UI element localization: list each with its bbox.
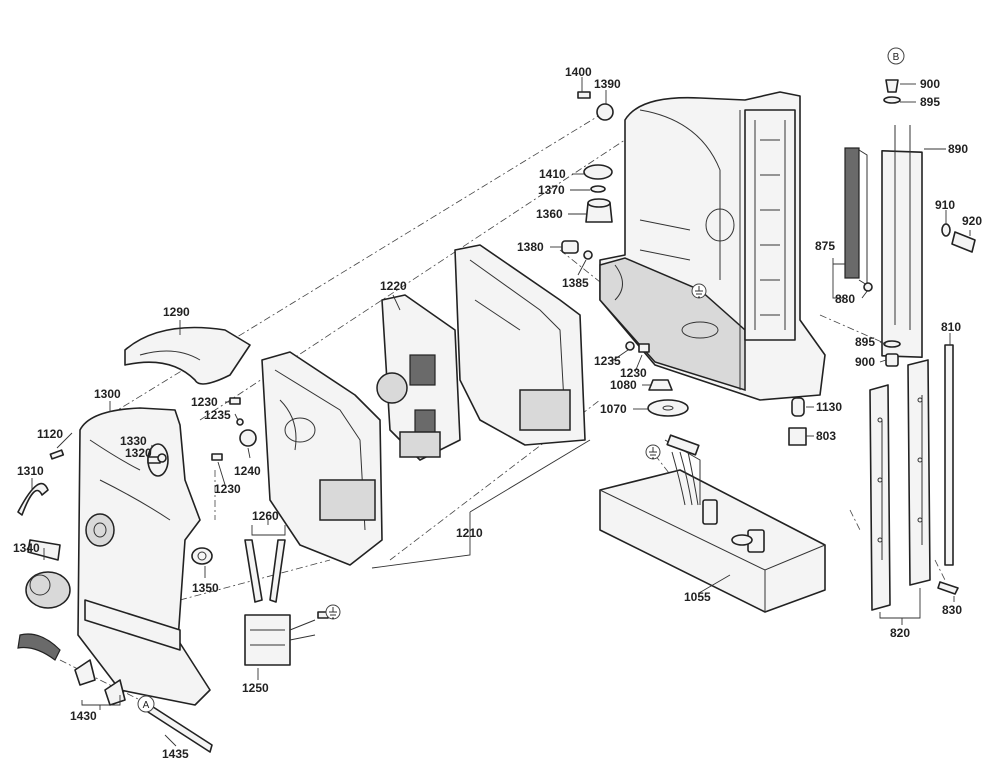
label-880: 880 bbox=[835, 292, 855, 306]
label-1385: 1385 bbox=[562, 276, 589, 290]
label-1230-b: 1230 bbox=[191, 395, 218, 409]
label-1310: 1310 bbox=[17, 464, 44, 478]
label-900-a: 900 bbox=[920, 77, 940, 91]
marker-b-label: B bbox=[893, 52, 900, 63]
label-1390: 1390 bbox=[594, 77, 621, 91]
label-1230-a: 1230 bbox=[620, 366, 647, 380]
label-1070: 1070 bbox=[600, 402, 627, 416]
label-1130: 1130 bbox=[816, 400, 842, 414]
label-1320: 1320 bbox=[125, 446, 152, 460]
label-830: 830 bbox=[942, 603, 962, 617]
label-900-b: 900 bbox=[855, 355, 875, 369]
leader-lines bbox=[31, 77, 971, 747]
label-1230-c: 1230 bbox=[214, 482, 241, 496]
label-920: 920 bbox=[962, 214, 982, 228]
part-labels: 1400 1390 1410 1370 1360 1380 1385 1235 … bbox=[13, 65, 982, 761]
label-810: 810 bbox=[941, 320, 961, 334]
ground-symbol-icon bbox=[325, 283, 707, 620]
label-1250: 1250 bbox=[242, 681, 269, 695]
label-895-b: 895 bbox=[855, 335, 875, 349]
label-1290: 1290 bbox=[163, 305, 190, 319]
label-890: 890 bbox=[948, 142, 968, 156]
label-1330: 1330 bbox=[120, 434, 147, 448]
label-1120: 1120 bbox=[37, 427, 63, 441]
label-1260: 1260 bbox=[252, 509, 279, 523]
label-1430: 1430 bbox=[70, 709, 97, 723]
label-1410: 1410 bbox=[539, 167, 566, 181]
main-housing bbox=[599, 91, 826, 401]
label-1360: 1360 bbox=[536, 207, 563, 221]
top-small-parts bbox=[561, 91, 807, 446]
label-1055: 1055 bbox=[684, 590, 711, 604]
marker-b: B bbox=[887, 47, 905, 65]
label-820: 820 bbox=[890, 626, 910, 640]
label-803: 803 bbox=[816, 429, 836, 443]
label-875: 875 bbox=[815, 239, 835, 253]
label-1240: 1240 bbox=[234, 464, 261, 478]
label-1350: 1350 bbox=[192, 581, 219, 595]
label-1435: 1435 bbox=[162, 747, 189, 761]
label-1400: 1400 bbox=[565, 65, 592, 79]
switch-and-brushes bbox=[244, 539, 329, 666]
label-1340: 1340 bbox=[13, 541, 40, 555]
front-covers bbox=[77, 326, 251, 706]
motor-frames bbox=[261, 244, 586, 566]
rails-and-rack bbox=[844, 79, 976, 611]
label-910: 910 bbox=[935, 198, 955, 212]
label-1220: 1220 bbox=[380, 279, 407, 293]
electronics-block bbox=[599, 434, 826, 613]
label-1300: 1300 bbox=[94, 387, 121, 401]
label-1370: 1370 bbox=[538, 183, 565, 197]
label-1210: 1210 bbox=[456, 526, 483, 540]
marker-a-label: A bbox=[143, 700, 150, 711]
label-895-a: 895 bbox=[920, 95, 940, 109]
label-1235-b: 1235 bbox=[204, 408, 231, 422]
marker-a: A bbox=[137, 695, 155, 713]
label-1080: 1080 bbox=[610, 378, 637, 392]
label-1380: 1380 bbox=[517, 240, 544, 254]
label-1235-a: 1235 bbox=[594, 354, 621, 368]
